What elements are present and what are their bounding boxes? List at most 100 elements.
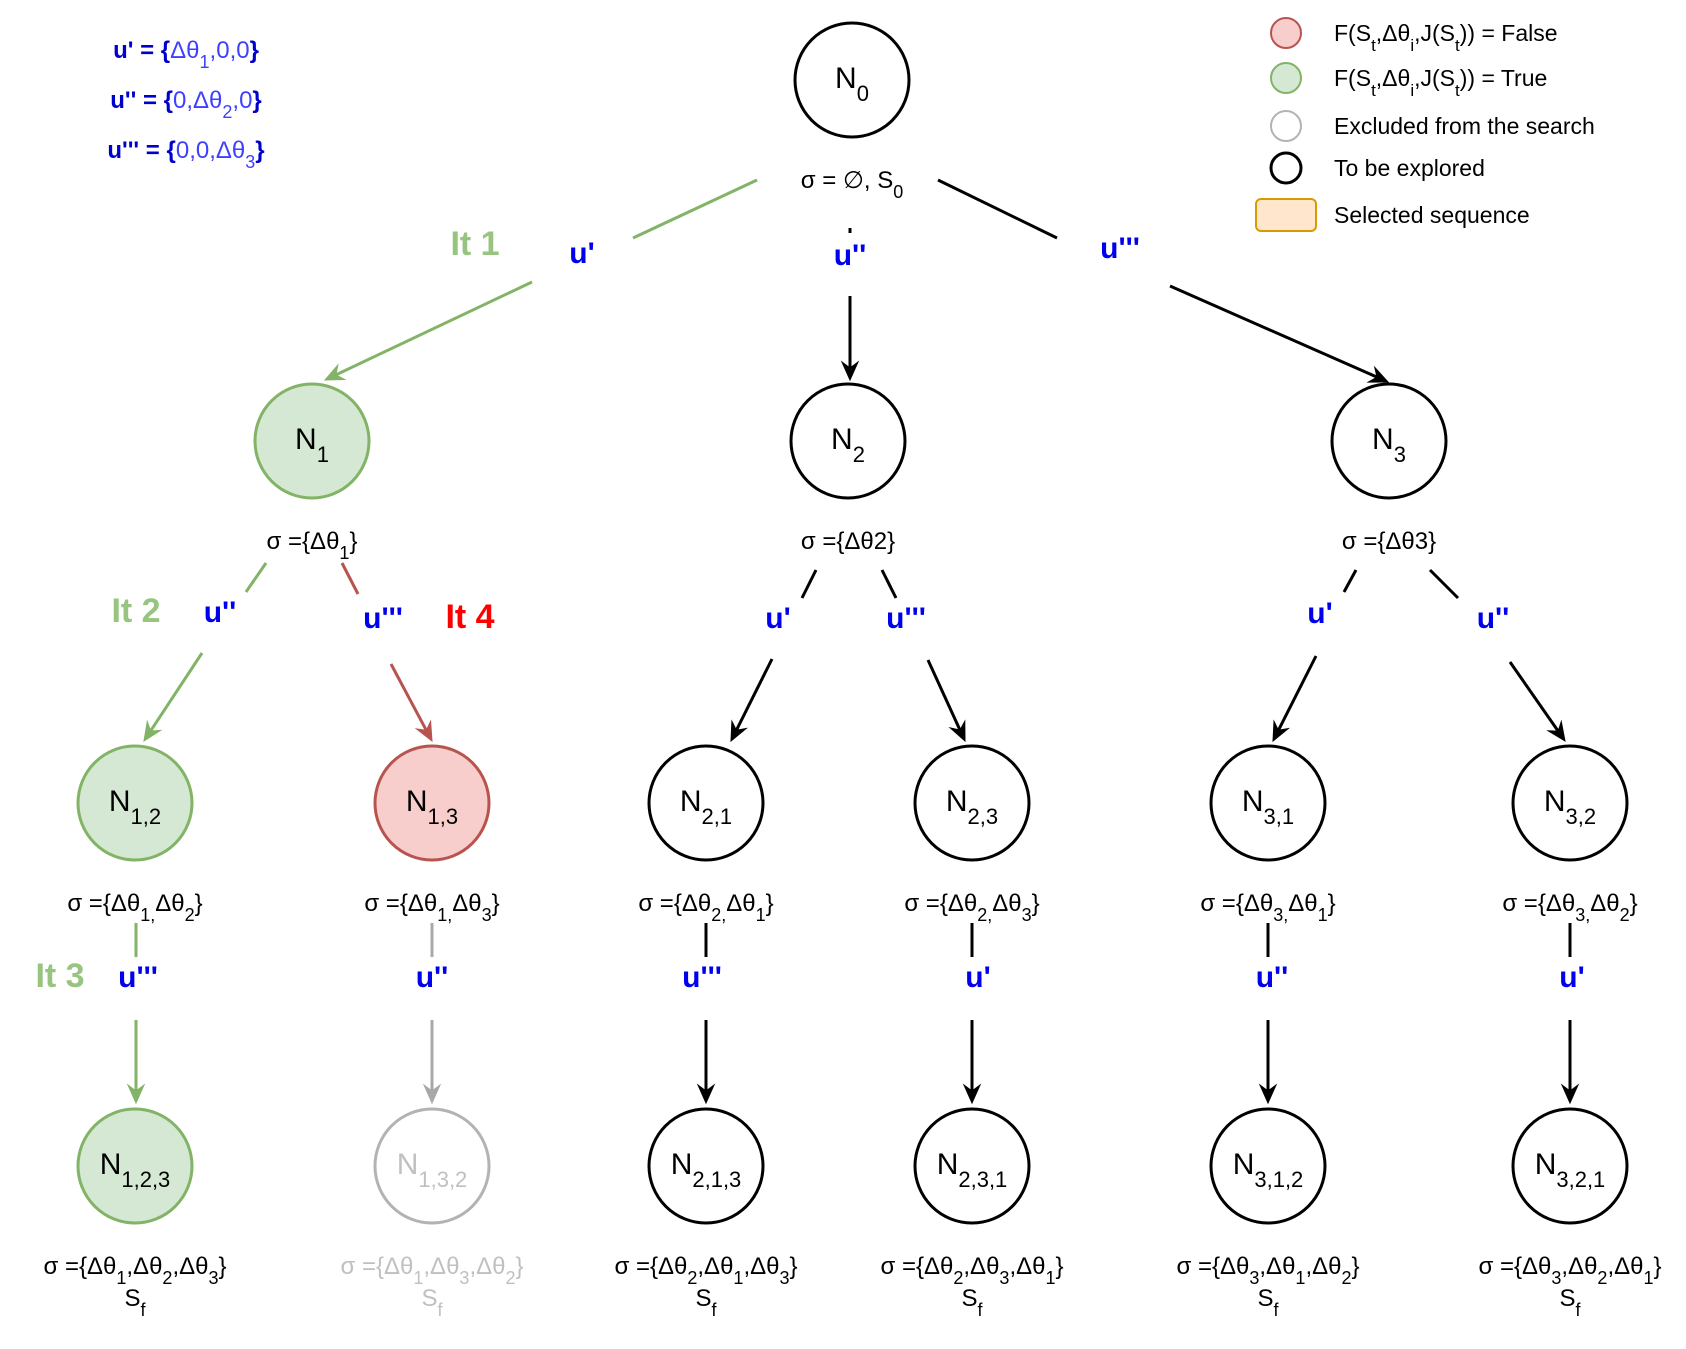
node-n12[interactable]: N1,2σ ={Δθ1,Δθ2} [67,744,203,925]
node-circle[interactable] [647,744,765,862]
legend-label: F(St,Δθi,J(St)) = False [1334,20,1558,55]
node-label: N1,2 [109,785,161,829]
node-circle[interactable] [647,1107,765,1225]
legend-label: Excluded from the search [1334,113,1595,139]
node-circle[interactable] [253,382,371,500]
node-n312[interactable]: N3,1,2σ ={Δθ3,Δθ1,Δθ2}Sf [1176,1107,1360,1320]
node-label: N3,1 [1242,785,1294,829]
edge-action-label: u''' [118,961,158,994]
edge-n3-n31: u' [1272,569,1358,743]
node-sequence: σ ={Δθ1,Δθ3} [364,890,499,925]
edge-action-label: u'' [834,239,867,272]
node-circle[interactable] [1209,1107,1327,1225]
node-circle[interactable] [913,744,1031,862]
node-circle[interactable] [1330,382,1448,500]
edge-segment [880,569,898,599]
node-n13[interactable]: N1,3 σ ={Δθ1,Δθ3} [364,744,500,925]
node-sequence: σ ={Δθ3,Δθ2} [1502,890,1637,925]
iteration-label: It 3 [35,957,84,995]
edge-n3-n32: u'' [1428,568,1566,743]
node-n2[interactable]: N2σ ={Δθ2} [789,382,907,555]
edge-segment [937,178,1058,240]
edge-segment [800,569,818,599]
edge-action-label: u''' [682,961,722,994]
edge-n23-n231: u' [962,923,991,1105]
edge-n2-n21: u' [730,569,818,743]
node-n23[interactable]: N2,3 σ ={Δθ2,Δθ3} [904,744,1040,925]
edge-arrow-line [149,652,204,732]
node-n31[interactable]: N3,1 σ ={Δθ3,Δθ1} [1200,744,1336,925]
iteration-label: It 4 [445,598,494,636]
node-circle[interactable] [76,1107,194,1225]
node-n32[interactable]: N3,2σ ={Δθ3,Δθ2} [1502,744,1638,925]
node-circle[interactable] [789,382,907,500]
legend-swatch [1255,198,1317,232]
edge-n0-n2: u'' [834,228,867,382]
final-state-label: Sf [421,1285,443,1320]
node-label: N3,2,1 [1535,1148,1606,1192]
node-circle[interactable] [373,744,491,862]
edge-action-label: u'' [416,961,449,994]
node-circle[interactable] [1511,1107,1629,1225]
edge-n21-n213: u''' [682,923,722,1105]
legend-item-excluded: Excluded from the search [1270,110,1595,142]
node-sequence: σ ={Δθ3,Δθ1} [1200,890,1335,925]
final-state-label: Sf [124,1285,146,1320]
edge-arrow-line [1169,284,1378,379]
node-n132[interactable]: N1,3,2σ ={Δθ1,Δθ3,Δθ2}Sf [340,1107,524,1320]
node-label: N1,3 [406,785,458,829]
node-sequence: σ ={Δθ2,Δθ3,Δθ1} [880,1253,1063,1288]
edge-action-label: u'' [204,596,237,629]
edge-arrow-line [389,663,428,732]
node-sequence: σ ={Δθ1,Δθ2,Δθ3} [43,1253,226,1288]
node-n1[interactable]: N1σ ={Δθ1} [253,382,371,563]
edge-action-label: u' [1307,597,1332,630]
node-label: N1,3,2 [397,1148,468,1192]
edges-layer: u' It 1 u'' u''' u''It 2 u''' It 4 u' u''' u' u'' u… [35,178,1585,1105]
node-n3[interactable]: N3σ ={Δθ3} [1330,382,1448,555]
node-circle[interactable] [793,21,911,139]
node-sequence: σ = ∅, S0 [801,167,903,202]
final-state-label: Sf [961,1285,983,1320]
node-n213[interactable]: N2,1,3σ ={Δθ2,Δθ1,Δθ3}Sf [614,1107,798,1320]
node-sequence: σ ={Δθ3,Δθ1,Δθ2} [1176,1253,1359,1288]
node-n123[interactable]: N1,2,3σ ={Δθ1,Δθ2,Δθ3}Sf [43,1107,227,1320]
edge-segment [1428,568,1460,600]
edge-action-label: u' [1559,961,1584,994]
node-label: N2,3 [946,785,998,829]
edge-arrow-line [1277,655,1318,731]
node-circle[interactable] [913,1107,1031,1225]
node-n21[interactable]: N2,1σ ={Δθ2,Δθ1} [638,744,774,925]
final-state-label: Sf [1257,1285,1279,1320]
node-circle[interactable] [373,1107,491,1225]
node-n0[interactable]: N0 σ = ∅, S0 [793,21,911,202]
edge-segment [632,178,758,240]
edge-action-label: u' [965,961,990,994]
node-n231[interactable]: N2,3,1σ ={Δθ2,Δθ3,Δθ1}Sf [880,1107,1064,1320]
node-sequence: σ ={Δθ2,Δθ1,Δθ3} [614,1253,797,1288]
node-label: N0 [835,62,869,106]
edge-action-label: u' [765,602,790,635]
edge-action-label: u'' [1256,961,1289,994]
legend-item-explore: To be explored [1269,151,1485,185]
edge-n31-n312: u'' [1256,923,1289,1105]
node-circle[interactable] [76,744,194,862]
iteration-label: It 1 [450,225,499,263]
node-circle[interactable] [1511,744,1629,862]
legend-item-false: F(St,Δθi,J(St)) = False [1270,17,1558,55]
node-label: N1 [295,423,329,467]
node-n321[interactable]: N3,2,1σ ={Δθ3,Δθ2,Δθ1}Sf [1478,1107,1662,1320]
arrowhead [143,719,163,743]
nodes-layer: N0 σ = ∅, S0 N1σ ={Δθ1} N2σ ={Δθ2} N3σ ={Δθ3… [43,21,1662,1320]
edge-n0-n3: u''' [937,178,1390,383]
edge-n1-n12: u''It 2 [111,562,268,743]
node-sequence: σ ={Δθ2,Δθ3} [904,890,1039,925]
edge-action-label: u' [569,237,594,270]
edge-arrow-line [926,659,962,731]
legend-swatch [1270,110,1302,142]
edge-n32-n321: u' [1559,923,1585,1105]
node-circle[interactable] [1209,744,1327,862]
legend-swatch [1269,151,1303,185]
node-sequence: σ ={Δθ2,Δθ1} [638,890,773,925]
